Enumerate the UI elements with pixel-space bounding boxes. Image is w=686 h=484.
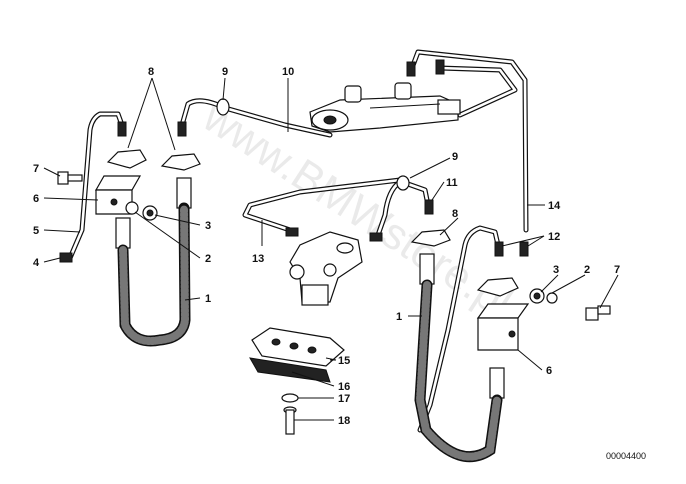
fitting-nuts — [59, 59, 529, 263]
callout-15: 15 — [338, 355, 350, 367]
callout-3-right: 3 — [553, 264, 559, 276]
brake-pressure-regulator — [289, 231, 363, 306]
holder-base-16 — [249, 357, 331, 383]
callout-9-mid: 9 — [452, 151, 458, 163]
pipe-holder-15 — [251, 327, 345, 367]
callout-4: 4 — [33, 257, 40, 269]
callout-7-left: 7 — [33, 163, 39, 175]
brake-hose-1-left — [115, 177, 192, 347]
callout-16: 16 — [338, 381, 350, 393]
callout-10: 10 — [282, 66, 294, 78]
callout-6-right: 6 — [546, 365, 552, 377]
callout-6-left: 6 — [33, 193, 39, 205]
callout-8-left: 8 — [148, 66, 154, 78]
callout-18: 18 — [338, 415, 350, 427]
diagram-code: 00004400 — [606, 451, 646, 461]
brake-pipe-mc-right — [437, 65, 518, 118]
callout-5: 5 — [33, 225, 39, 237]
bolt-7-left — [57, 171, 83, 185]
bracket-6-right — [476, 303, 530, 351]
nut-3-right — [529, 288, 545, 304]
clip-8-left-b — [160, 153, 201, 171]
callout-1-right: 1 — [396, 311, 402, 323]
brake-pipe-14 — [409, 49, 529, 233]
callout-labels: 8 9 10 7 6 5 4 3 2 1 9 11 13 8 14 12 3 2… — [33, 66, 620, 427]
callout-1-left: 1 — [205, 293, 211, 305]
callout-8-right: 8 — [452, 208, 458, 220]
brake-pipe-5 — [67, 111, 125, 261]
clip-8-right-b — [476, 277, 519, 297]
callout-7-right: 7 — [614, 264, 620, 276]
washer-2-left — [125, 201, 139, 215]
leader-lines — [43, 77, 619, 421]
bolt-7-right — [585, 305, 611, 321]
callout-9-top: 9 — [222, 66, 228, 78]
callout-3-left: 3 — [205, 220, 211, 232]
screw-18 — [283, 406, 297, 435]
callout-11: 11 — [446, 177, 458, 189]
bracket-6-left — [94, 175, 142, 215]
brake-pipe-13 — [242, 177, 403, 233]
master-cylinder — [309, 82, 461, 133]
washer-2-right — [546, 292, 558, 304]
callout-2-left: 2 — [205, 253, 211, 265]
callout-2-right: 2 — [584, 264, 590, 276]
callout-17: 17 — [338, 393, 350, 405]
washer-17 — [281, 393, 299, 403]
brake-pipe-right-lower — [417, 225, 501, 433]
clip-8-left-a — [106, 149, 147, 169]
callout-12: 12 — [548, 231, 560, 243]
brake-hose-1-right — [414, 253, 505, 463]
brake-pipe-10 — [222, 105, 333, 138]
callout-13: 13 — [252, 253, 264, 265]
callout-14: 14 — [548, 200, 561, 212]
nut-3-left — [142, 205, 158, 221]
